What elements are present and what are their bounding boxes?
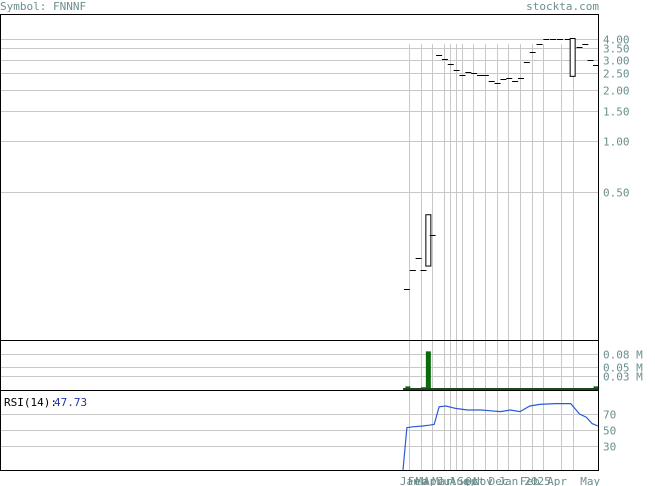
symbol-label: Symbol:	[0, 0, 47, 13]
rsi-tick-label: 70	[603, 409, 616, 422]
price-tick-label: 0.50	[603, 187, 630, 200]
time-axis-label: Dec	[489, 475, 509, 486]
labels-layer: 4.003.503.002.502.001.501.000.500.08 M0.…	[4, 34, 643, 486]
time-axis-label: Feb	[408, 475, 428, 486]
volume-tick-label: 0.05 M	[603, 362, 643, 375]
price-tick-label: 3.50	[603, 43, 630, 56]
rsi-label: RSI(14):	[4, 396, 57, 409]
rsi-tick-label: 50	[603, 425, 616, 438]
price-tick-label: 4.00	[603, 34, 630, 47]
time-axis-label: Apr	[547, 475, 567, 486]
price-tick-label: 1.50	[603, 106, 630, 119]
volume-bar	[425, 351, 431, 390]
price-candle	[425, 214, 432, 267]
rsi-series-line	[402, 403, 599, 471]
time-axis-label: Jan	[498, 475, 518, 486]
symbol-value: FNNNF	[52, 0, 87, 13]
time-axis-label: 2025	[524, 475, 551, 486]
price-tick-label: 2.00	[603, 85, 630, 98]
rsi-value: 47.73	[54, 396, 87, 409]
site-name: stockta.com	[526, 0, 599, 13]
time-axis-label: Jul	[437, 475, 457, 486]
time-axis-label: Mar	[415, 475, 435, 486]
time-axis-label: Sep	[457, 475, 477, 486]
panel-frames	[0, 14, 599, 471]
price-tick-label: 2.50	[603, 68, 630, 81]
price-tick-label: 1.00	[603, 136, 630, 149]
time-axis-label: Mar	[432, 475, 452, 486]
time-axis-label: May	[580, 475, 600, 486]
rsi-tick-label: 30	[603, 441, 616, 454]
volume-tick-label: 0.03 M	[603, 371, 643, 384]
time-axis-label: Aug	[450, 475, 470, 486]
price-candle	[569, 38, 576, 77]
time-axis-label: Jan	[400, 475, 420, 486]
time-axis-label: Oct	[465, 475, 485, 486]
volume-tick-label: 0.08 M	[603, 349, 643, 362]
time-axis-label: Feb	[520, 475, 540, 486]
time-axis-label: Nov	[473, 475, 493, 486]
price-tick-label: 3.00	[603, 55, 630, 68]
rsi-panel-frame	[0, 390, 599, 471]
symbol-header: Symbol: FNNNF	[0, 0, 86, 13]
time-axis-label: Apr	[423, 475, 443, 486]
grid-layer	[0, 39, 599, 470]
